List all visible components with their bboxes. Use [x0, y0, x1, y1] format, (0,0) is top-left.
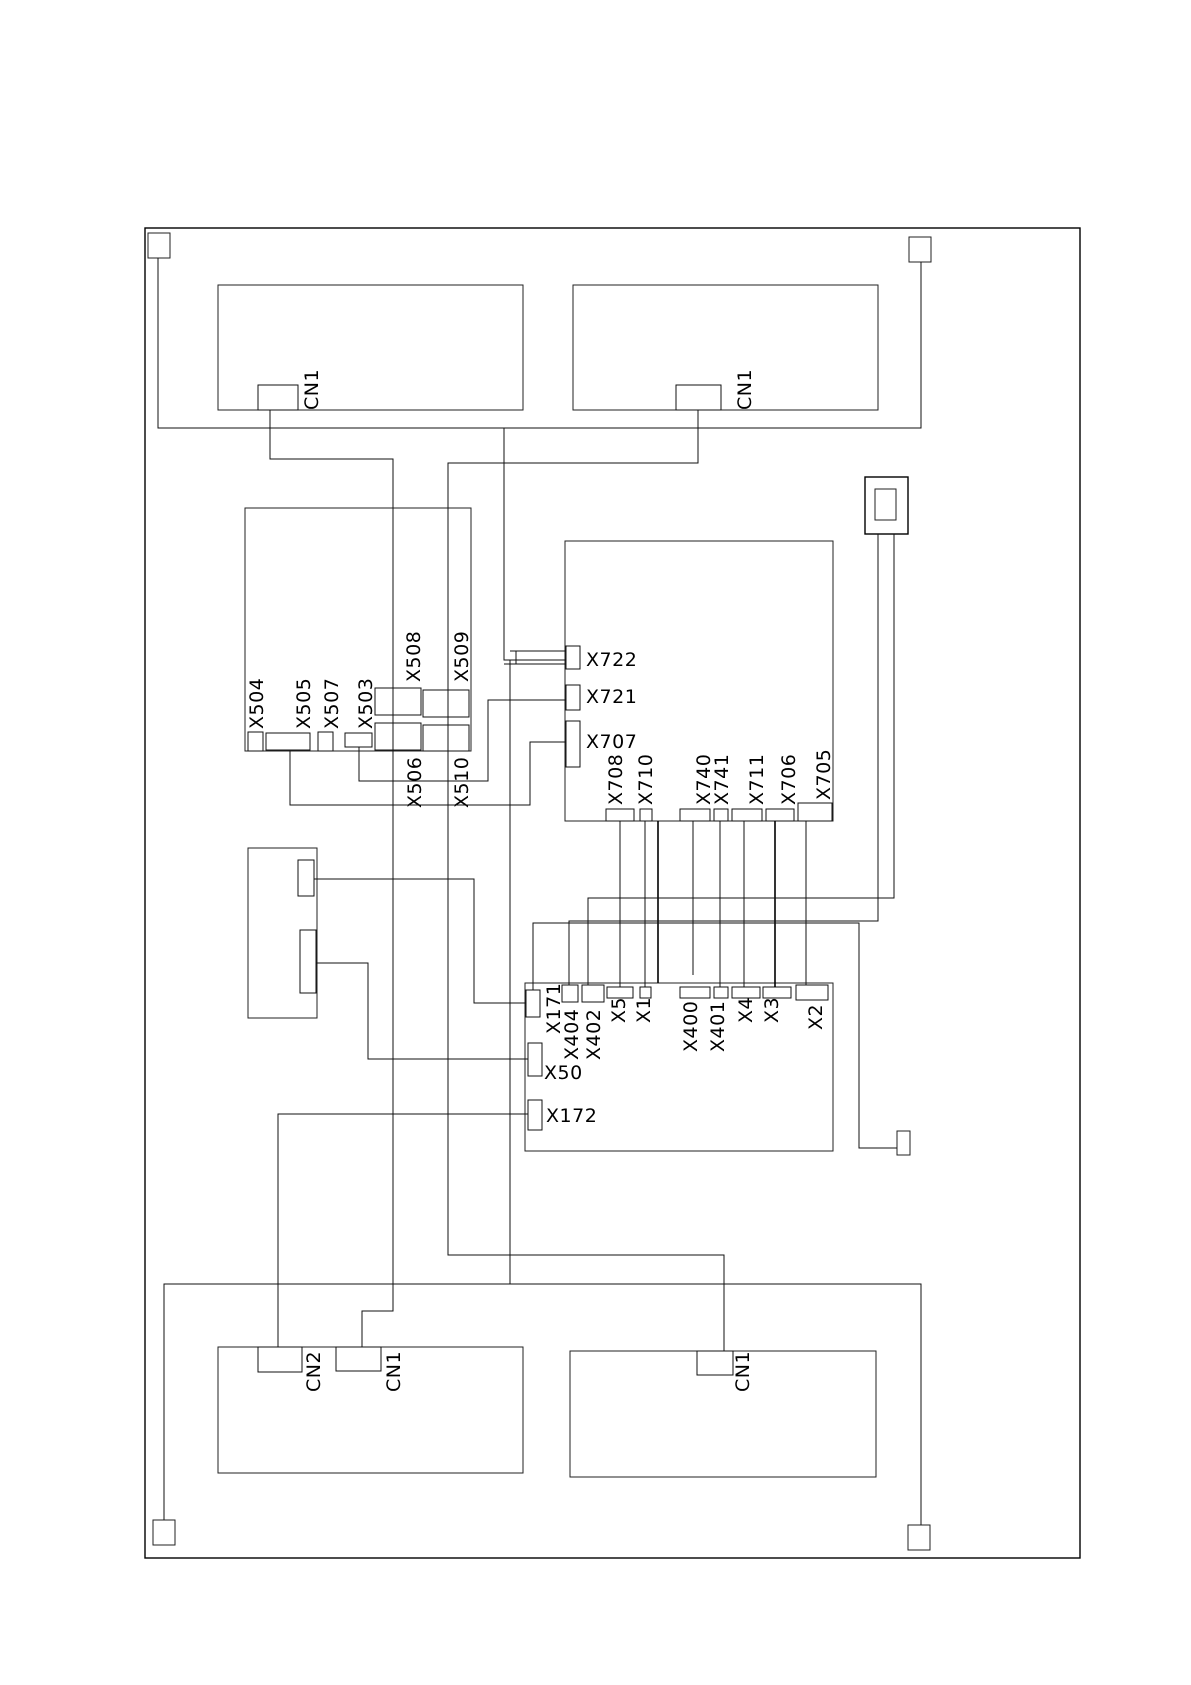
x503-label: X503	[355, 678, 377, 729]
x741-label: X741	[711, 754, 733, 805]
x722-label: X722	[586, 649, 637, 671]
top-right-cn1-label: CN1	[734, 369, 756, 410]
x509-label: X509	[451, 631, 473, 682]
bottom-left-cn2-label: CN2	[303, 1351, 325, 1392]
x707-connector	[566, 721, 580, 767]
wire-small-board-to-x50	[316, 963, 528, 1059]
x402-label: X402	[583, 1009, 605, 1060]
corner-connector-top-left	[148, 233, 170, 258]
x50-connector	[528, 1043, 542, 1076]
x708-connector	[606, 809, 634, 821]
wire-display-to-x402	[588, 534, 894, 985]
x505-label: X505	[293, 678, 315, 729]
x503-connector	[345, 733, 372, 747]
display-window	[875, 489, 896, 520]
wire-small-board-to-x171	[314, 879, 526, 1003]
bottom-left-cn1-connector	[336, 1347, 381, 1371]
wire-x171-up	[533, 923, 570, 990]
bottom-right-cn1-connector	[697, 1351, 733, 1375]
x3-label: X3	[761, 997, 783, 1023]
x172-connector	[528, 1100, 542, 1130]
x504-connector	[248, 732, 263, 751]
x505-connector	[266, 733, 310, 750]
corner-connector-bottom-right	[908, 1525, 930, 1550]
x740-connector	[680, 809, 710, 821]
x711-label: X711	[746, 754, 768, 805]
x721-label: X721	[586, 686, 637, 708]
x4-connector	[732, 987, 760, 998]
x507-label: X507	[321, 678, 343, 729]
wire-top-right-cn1-to-bottom-right-cn1	[448, 410, 724, 1351]
corner-connector-bottom-left	[153, 1520, 175, 1545]
x711-connector	[732, 809, 762, 821]
x404-label: X404	[561, 1009, 583, 1060]
corner-connector-top-right	[909, 237, 931, 262]
x2-connector	[796, 985, 828, 1000]
x510-connector	[423, 725, 469, 751]
x508-label: X508	[403, 631, 425, 682]
display-unit	[865, 477, 908, 534]
x5-label: X5	[608, 997, 630, 1023]
top-left-cn1-label: CN1	[301, 369, 323, 410]
x710-label: X710	[635, 754, 657, 805]
x404-connector	[562, 985, 578, 1002]
bottom-left-cn2-connector	[258, 1347, 302, 1372]
small-board-connector-upper	[298, 860, 314, 896]
x400-label: X400	[680, 1001, 702, 1052]
x508-connector	[375, 688, 421, 715]
x506-connector	[375, 723, 421, 750]
x510-label: X510	[451, 757, 473, 808]
x706-connector	[766, 809, 794, 821]
x401-connector	[714, 987, 728, 998]
wire-x172-to-bottom-left-cn2	[278, 1114, 528, 1347]
x5-connector	[607, 987, 633, 998]
x400-connector	[680, 987, 710, 998]
x1-label: X1	[633, 997, 655, 1023]
x710-connector	[640, 809, 652, 821]
x1-connector	[640, 987, 651, 998]
bottom-right-cn1-label: CN1	[732, 1351, 754, 1392]
x506-label: X506	[404, 757, 426, 808]
x402-connector	[582, 985, 604, 1002]
x507-connector	[318, 732, 333, 751]
top-left-cn1-connector	[258, 385, 298, 410]
x708-label: X708	[605, 754, 627, 805]
small-board-connector-lower	[300, 930, 316, 993]
x3-connector	[763, 987, 791, 998]
external-connector-right	[897, 1131, 910, 1155]
x722-connector	[566, 646, 580, 669]
x50-label: X50	[544, 1062, 583, 1084]
top-right-module	[573, 285, 878, 410]
x705-label: X705	[813, 749, 835, 800]
x4-label: X4	[735, 997, 757, 1023]
x706-label: X706	[778, 754, 800, 805]
x401-label: X401	[707, 1001, 729, 1052]
x2-label: X2	[805, 1004, 827, 1030]
wire-external-to-x171	[570, 923, 897, 1148]
x504-label: X504	[246, 678, 268, 729]
x741-connector	[714, 809, 728, 821]
x171-connector	[526, 990, 540, 1017]
x172-label: X172	[546, 1105, 597, 1127]
x705-connector	[798, 803, 832, 821]
x721-connector	[566, 685, 580, 710]
top-right-cn1-connector	[676, 385, 721, 410]
x509-connector	[423, 690, 469, 717]
bottom-left-cn1-label: CN1	[383, 1351, 405, 1392]
x707-label: X707	[586, 731, 637, 753]
